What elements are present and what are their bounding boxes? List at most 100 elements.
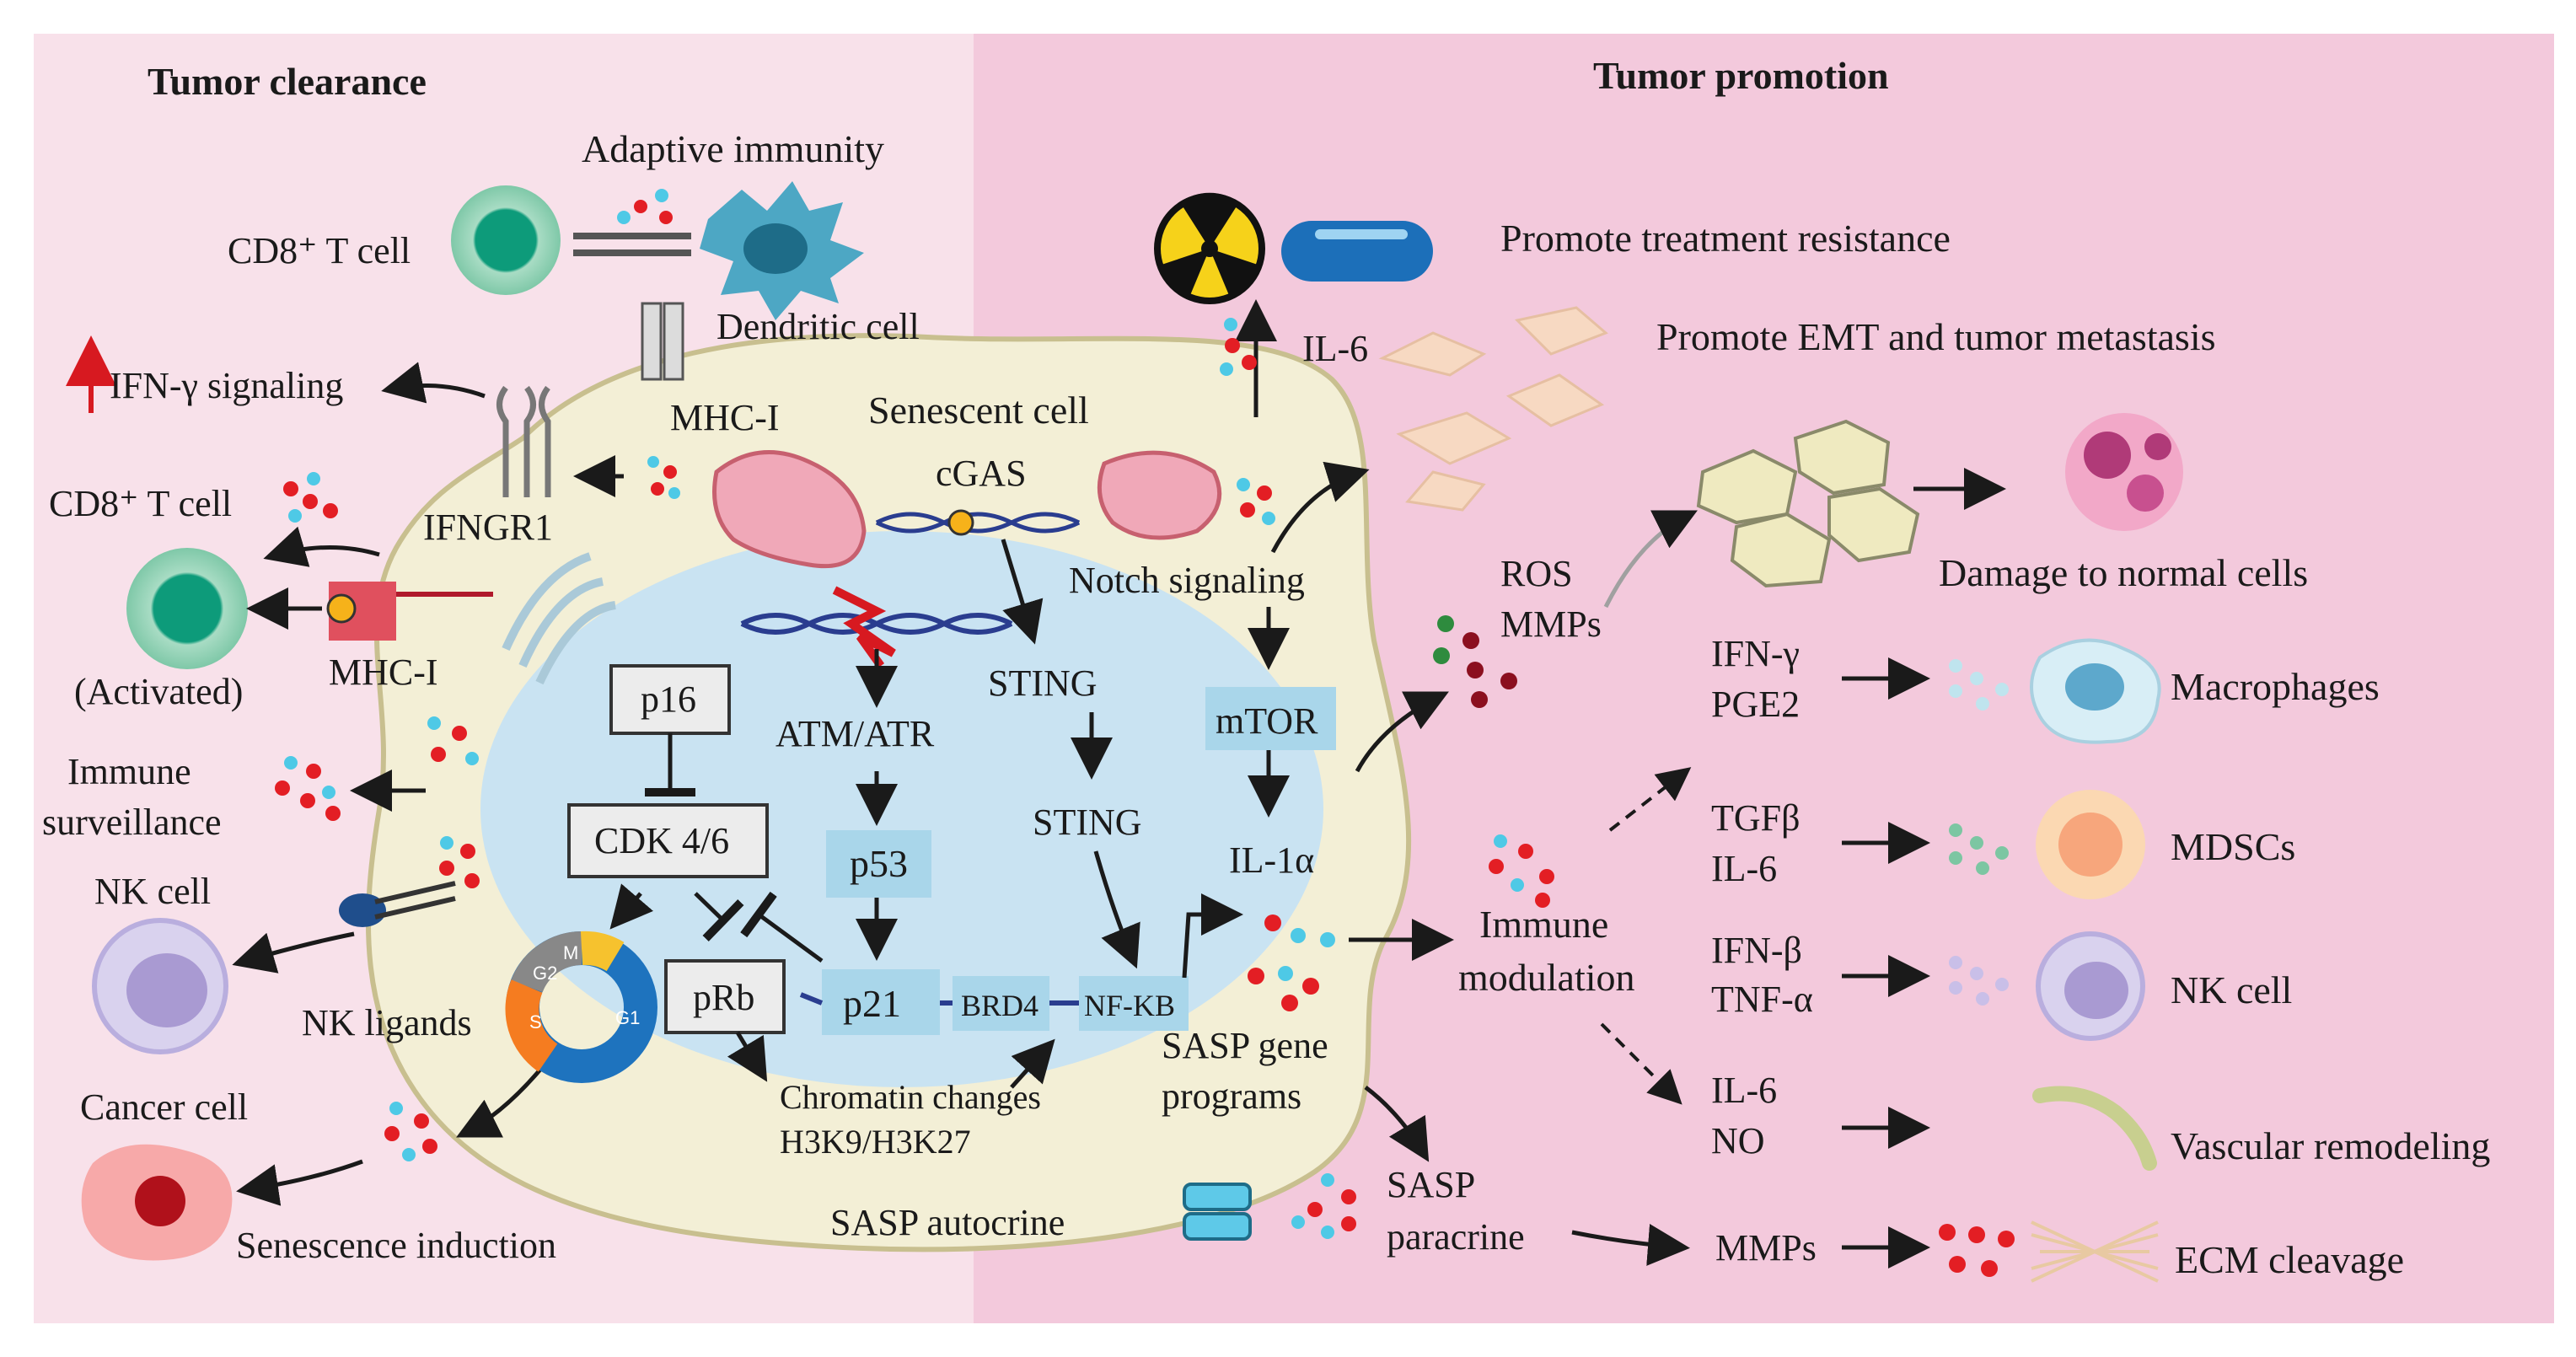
green-dots (1949, 823, 2009, 875)
p53-box (826, 830, 931, 898)
mmps-label: MMPs (1500, 603, 1602, 645)
tissue-cells-icon (1696, 419, 1920, 588)
mhc-i-top-icon (641, 302, 684, 381)
cytokine-dots-1 (283, 472, 338, 523)
notch-label: Notch signaling (1069, 560, 1305, 601)
no-label: NO (1711, 1120, 1765, 1161)
arrow-cycle-to-dots (456, 1059, 550, 1138)
chromatin-label-2: H3K9/H3K27 (780, 1123, 971, 1161)
sasp-gene-label-1: SASP gene (1162, 1025, 1328, 1066)
tgfb-label: TGFβ (1711, 797, 1801, 839)
chromatin-label-1: Chromatin changes (780, 1078, 1041, 1116)
cell-cycle-ring-icon (505, 931, 657, 1083)
surveillance-label: surveillance (42, 802, 222, 843)
dendritic-cell-label: Dendritic cell (716, 306, 920, 347)
pge2-label: PGE2 (1711, 684, 1800, 725)
cdk46-box (567, 803, 769, 878)
ifnb-label: IFN-β (1711, 930, 1802, 971)
nk-cell-label: NK cell (94, 871, 211, 912)
cycle-m: M (563, 942, 578, 963)
cytokine-dots-il6 (1220, 318, 1257, 376)
sting-label-1: STING (988, 662, 1097, 704)
arrow-prb-chromatin (727, 1031, 768, 1082)
dna-strand-icon (799, 992, 1079, 1006)
p53-label: p53 (850, 842, 908, 885)
cytokine-dots-2 (275, 756, 341, 821)
damage-label: Damage to normal cells (1939, 551, 2308, 594)
mtor-label: mTOR (1216, 700, 1318, 742)
inhibit-cdk-to-prb (694, 892, 744, 942)
cd8-t-cell-icon (451, 185, 561, 295)
arrow-nfkb-sasp (1182, 893, 1243, 979)
nk-cell-nucleus (126, 953, 207, 1027)
arrow-chromatin-nfkb (1010, 1038, 1055, 1089)
dash-to-vascular (1600, 1022, 1682, 1105)
cytokine-dots-4 (384, 1102, 437, 1161)
ros-label: ROS (1500, 553, 1573, 594)
dash-to-macro (1608, 767, 1692, 832)
immune-mod-label-2: modulation (1458, 956, 1635, 999)
macrophages-label: Macrophages (2171, 665, 2380, 708)
sasp-autocrine-label: SASP autocrine (830, 1202, 1065, 1243)
adaptive-immunity-label: Adaptive immunity (582, 127, 884, 170)
il6-b-label: IL-6 (1711, 1070, 1777, 1111)
arrow-cdk-to-cycle (609, 883, 654, 930)
blood-vessel-icon (2032, 1086, 2157, 1171)
il1a-label: IL-1α (1229, 839, 1314, 881)
senescent-cell-label: Senescent cell (868, 389, 1089, 432)
tcr-receptor-icon (573, 233, 691, 256)
sasp-gene-label-2: programs (1162, 1075, 1301, 1117)
arrow-ros-to-damage (1603, 510, 1698, 609)
nfkb-label: NF-KB (1084, 989, 1175, 1022)
ecm-label: ECM cleavage (2175, 1238, 2404, 1281)
sasp-paracrine-label-1: SASP (1387, 1164, 1475, 1205)
cycle-g1: G1 (615, 1007, 640, 1028)
brd4-label: BRD4 (961, 989, 1038, 1022)
macrophage-icon (2030, 638, 2161, 744)
nk-cell-right-label: NK cell (2171, 968, 2292, 1011)
ros-dots (1433, 615, 1517, 708)
mmps-b-label: MMPs (1715, 1227, 1817, 1268)
mdsc-nucleus (2058, 813, 2123, 877)
sting-label-2: STING (1033, 802, 1142, 843)
membrane-channel-icon (1183, 1183, 1252, 1241)
p21-box (822, 969, 940, 1035)
ifngr1-receptor-icon (496, 385, 551, 497)
cytokine-dots-7 (1489, 834, 1554, 908)
damaged-cells-icon (2065, 413, 2183, 531)
mhc-i-top-label: MHC-I (670, 397, 780, 438)
radiation-icon (1154, 192, 1265, 304)
immune-label: Immune (67, 751, 191, 792)
il6-right-label: IL-6 (1711, 848, 1777, 889)
p16-label: p16 (641, 678, 696, 720)
faded-dots-1 (1949, 659, 2009, 711)
right-title: Tumor promotion (1593, 54, 1889, 97)
ifngr1-label: IFNGR1 (423, 507, 553, 548)
ecm-fibers-icon (2031, 1220, 2159, 1283)
mitochondrion-icon-left (712, 449, 867, 569)
senescence-induction-label: Senescence induction (236, 1225, 556, 1266)
ifng-label: IFN-γ (1711, 633, 1800, 674)
arrow-cgas-sting (1001, 539, 1044, 645)
mmp-dots (1939, 1224, 2015, 1277)
mitochondrion-icon-right (1097, 450, 1222, 540)
cgas-label: cGAS (936, 453, 1027, 494)
arrow-to-ifn (381, 362, 486, 404)
p16-box (609, 664, 731, 735)
arrow-to-cd8-activated (263, 526, 380, 567)
arrow-to-emt (1270, 461, 1370, 554)
capsule-shine (1315, 229, 1408, 239)
cgas-enzyme-icon (947, 509, 974, 536)
treatment-resistance-label: Promote treatment resistance (1500, 217, 1951, 260)
mdscs-label: MDSCs (2171, 825, 2295, 868)
arrow-sting-nfkb (1093, 850, 1140, 969)
cytokine-dots-3 (427, 716, 480, 888)
arrow-sasp-to-paracrine (1364, 1086, 1430, 1162)
arrow-to-nk (232, 931, 355, 974)
dna-icon-cgas (875, 512, 1081, 534)
immune-mod-label-1: Immune (1479, 903, 1608, 946)
nk-ligand-icon (339, 881, 456, 927)
arrow-paracrine-mmps (1571, 1224, 1690, 1266)
cd8-t-cell-label: CD8⁺ T cell (228, 230, 411, 271)
